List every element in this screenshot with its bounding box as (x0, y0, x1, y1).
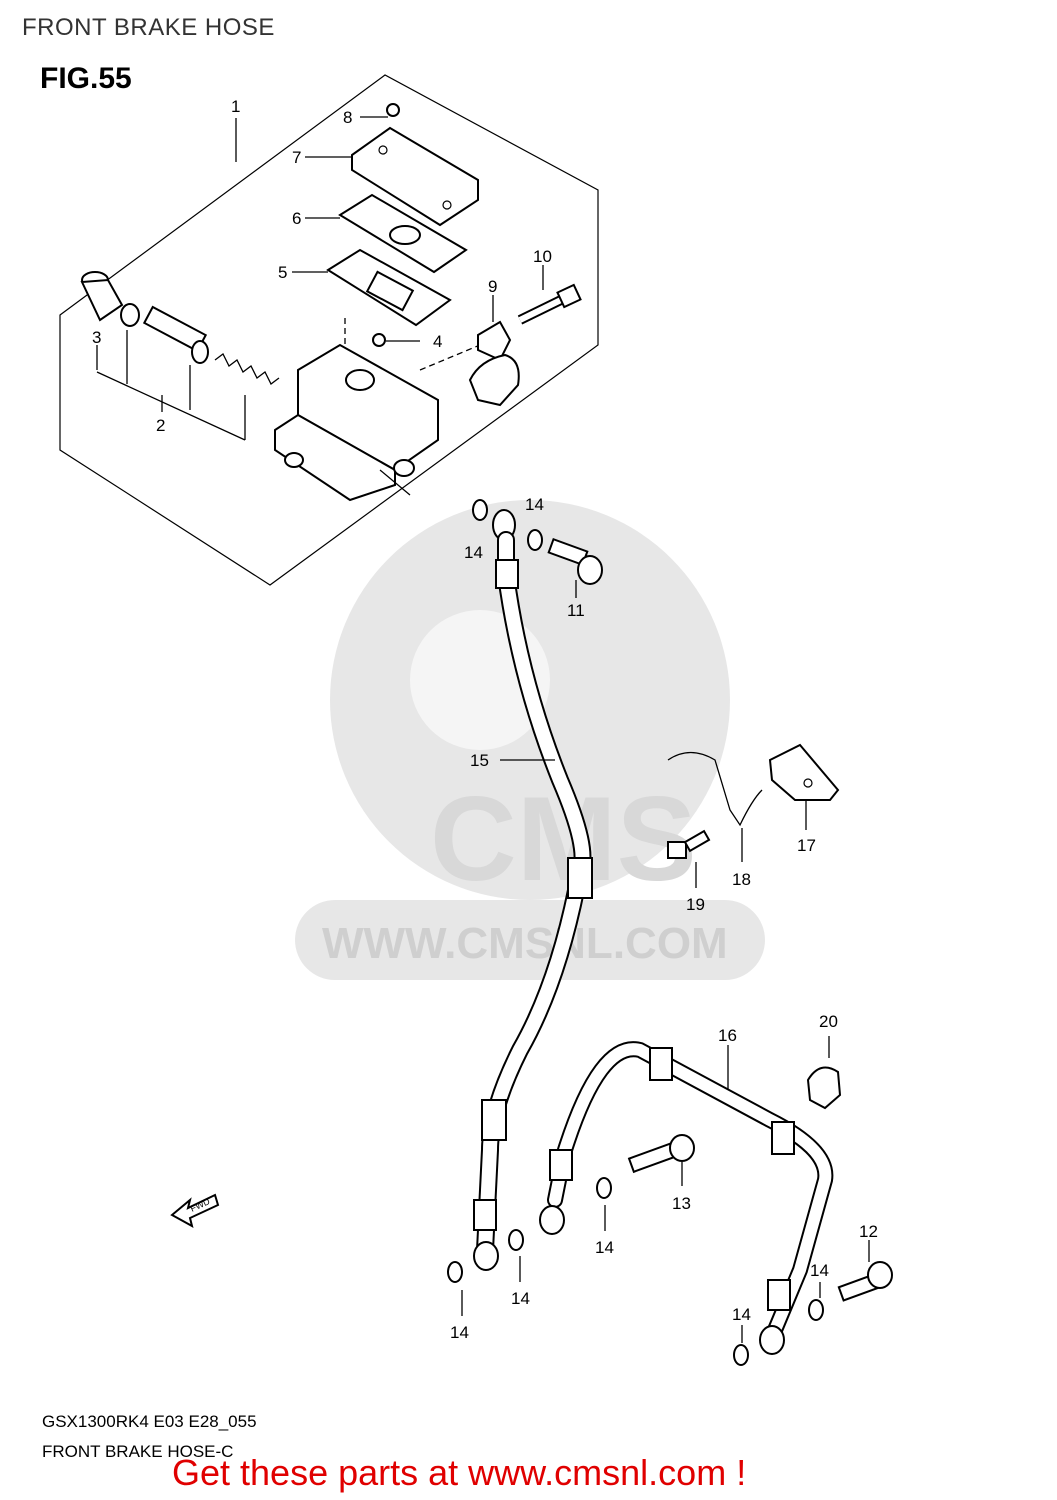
part-20-clip (806, 1036, 842, 1110)
callout-labels: 1 2 3 4 5 6 7 8 9 10 11 12 13 14 14 14 1… (92, 97, 878, 1342)
master-cylinder-body (274, 343, 439, 502)
page-title: FRONT BRAKE HOSE (22, 14, 275, 41)
callout-13: 13 (672, 1194, 691, 1213)
figure-label: FIG.55 (40, 62, 132, 95)
callout-14: 14 (595, 1238, 614, 1257)
callout-16: 16 (718, 1026, 737, 1045)
callout-3: 3 (92, 328, 101, 347)
callout-14: 14 (732, 1305, 751, 1324)
part-13-bolt (627, 1134, 695, 1186)
hose-16 (539, 1041, 834, 1355)
part-10-bolt (517, 265, 582, 325)
callout-10: 10 (533, 247, 552, 266)
promo-link[interactable]: Get these parts at www.cmsnl.com ! (172, 1452, 747, 1493)
part-9-clamp (468, 295, 520, 407)
spring (214, 353, 280, 385)
model-code: GSX1300RK4 E03 E28_055 (42, 1412, 257, 1431)
part-6-plate (305, 193, 468, 274)
part-18-wire (667, 751, 763, 862)
part-19-bolt (667, 829, 711, 888)
callout-18: 18 (732, 870, 751, 889)
callout-14: 14 (450, 1323, 469, 1342)
callout-15: 15 (470, 751, 489, 770)
lower-washers (447, 1177, 824, 1366)
part-7-cover (305, 126, 479, 227)
callout-19: 19 (686, 895, 705, 914)
hose-15 (473, 531, 593, 1271)
callout-11: 11 (567, 601, 585, 620)
watermark-url: WWW.CMSNL.COM (322, 919, 728, 968)
callout-8: 8 (343, 108, 352, 127)
callout-20: 20 (819, 1012, 838, 1031)
callout-5: 5 (278, 263, 287, 282)
callout-7: 7 (292, 148, 301, 167)
callout-4: 4 (433, 332, 442, 351)
watermark-url-plate (295, 900, 765, 980)
fwd-arrow: FWD (170, 1193, 220, 1228)
upper-banjo-fittings (472, 499, 603, 598)
callout-2: 2 (156, 416, 165, 435)
part-4-nut (372, 333, 420, 347)
callout-6: 6 (292, 209, 301, 228)
callout-14: 14 (525, 495, 544, 514)
callout-12: 12 (859, 1222, 878, 1241)
callout-17: 17 (797, 836, 816, 855)
callout-1: 1 (231, 97, 240, 116)
callout-14: 14 (810, 1261, 829, 1280)
callout-9: 9 (488, 277, 497, 296)
part-3-boot (80, 271, 124, 370)
callout-14: 14 (464, 543, 483, 562)
callout-14: 14 (511, 1289, 530, 1308)
master-cylinder-box (59, 74, 599, 586)
diagram-name: FRONT BRAKE HOSE-C (42, 1442, 234, 1461)
part-12-bolt (837, 1240, 893, 1302)
part-17-bracket (768, 743, 840, 830)
part-8-screw (360, 103, 400, 118)
group-bracket-2 (96, 330, 246, 441)
piston (142, 305, 209, 364)
part-5-diaphragm (292, 248, 452, 327)
